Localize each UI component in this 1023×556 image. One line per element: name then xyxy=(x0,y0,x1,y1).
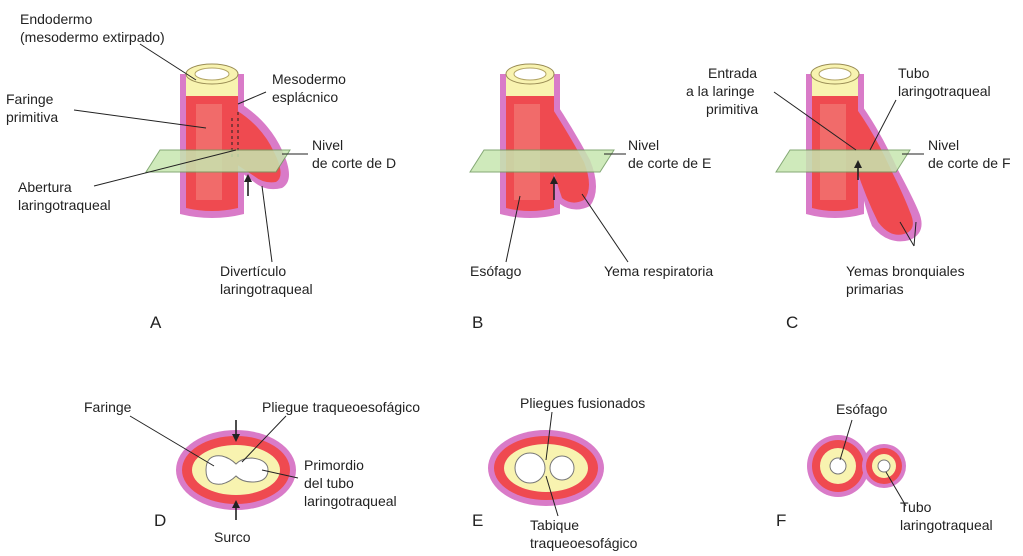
label-nivel-e-2: de corte de E xyxy=(628,155,711,171)
label-pliegues: Pliegues fusionados xyxy=(520,395,645,411)
endoderm-lumen-b xyxy=(514,68,546,80)
label-tubo-f-1: Tubo xyxy=(900,499,932,515)
label-faringe-2: primitiva xyxy=(6,109,58,125)
label-faringe-d: Faringe xyxy=(84,399,132,415)
panel-letter-f: F xyxy=(776,511,786,530)
section-plane-f xyxy=(776,150,910,172)
label-esofago-f: Esófago xyxy=(836,401,888,417)
label-tubo-c-2: laringotraqueal xyxy=(898,83,991,99)
section-e-lumen-right xyxy=(550,456,574,480)
section-f-esophagus-lumen xyxy=(830,458,846,474)
label-primordio-2: del tubo xyxy=(304,475,354,491)
label-mesodermo-1: Mesodermo xyxy=(272,71,346,87)
section-plane-d xyxy=(146,150,290,172)
panel-c: Entrada a la laringe primitiva Tubo lari… xyxy=(686,64,1011,332)
label-esofago-b: Esófago xyxy=(470,263,522,279)
label-primordio-1: Primordio xyxy=(304,457,364,473)
label-nivel-d-1: Nivel xyxy=(312,137,343,153)
label-abertura-1: Abertura xyxy=(18,179,72,195)
label-pliegue: Pliegue traqueoesofágico xyxy=(262,399,420,415)
label-yema: Yema respiratoria xyxy=(604,263,713,279)
label-faringe-1: Faringe xyxy=(6,91,54,107)
label-tubo-c-1: Tubo xyxy=(898,65,930,81)
label-tubo-f-2: laringotraqueal xyxy=(900,517,993,533)
section-e-lumen-left xyxy=(515,453,545,483)
endoderm-lumen-c xyxy=(819,68,851,80)
leader-yema xyxy=(582,194,628,262)
label-mesodermo-2: esplácnico xyxy=(272,89,338,105)
label-entrada-3: primitiva xyxy=(706,101,758,117)
label-endodermo-2: (mesodermo extirpado) xyxy=(20,29,165,45)
panel-b: Nivel de corte de E Esófago Yema respira… xyxy=(470,64,713,332)
label-yemas-1: Yemas bronquiales xyxy=(846,263,965,279)
panel-letter-c: C xyxy=(786,313,798,332)
panel-f: Esófago Tubo laringotraqueal F xyxy=(776,401,993,533)
panel-letter-b: B xyxy=(472,313,483,332)
label-diverticulo-2: laringotraqueal xyxy=(220,281,313,297)
panel-letter-e: E xyxy=(472,511,483,530)
section-f-trachea-lumen xyxy=(878,460,890,472)
section-plane-e xyxy=(470,150,614,172)
label-nivel-e-1: Nivel xyxy=(628,137,659,153)
label-entrada-1: Entrada xyxy=(708,65,757,81)
panel-letter-a: A xyxy=(150,313,162,332)
panel-d: Faringe Pliegue traqueoesofágico Primord… xyxy=(84,399,420,545)
label-yemas-2: primarias xyxy=(846,281,904,297)
label-surco: Surco xyxy=(214,529,251,545)
label-primordio-3: laringotraqueal xyxy=(304,493,397,509)
label-nivel-f-1: Nivel xyxy=(928,137,959,153)
endoderm-lumen xyxy=(195,68,229,80)
label-nivel-d-2: de corte de D xyxy=(312,155,396,171)
label-diverticulo-1: Divertículo xyxy=(220,263,286,279)
leader-diverticulo xyxy=(262,186,272,262)
label-nivel-f-2: de corte de F xyxy=(928,155,1011,171)
label-tabique-2: traqueoesofágico xyxy=(530,535,638,551)
panel-a: Endodermo (mesodermo extirpado) Mesoderm… xyxy=(6,11,396,332)
leader-endodermo xyxy=(140,44,196,80)
panel-e: Pliegues fusionados Tabique traqueoesofá… xyxy=(472,395,645,551)
label-abertura-2: laringotraqueal xyxy=(18,197,111,213)
panel-letter-d: D xyxy=(154,511,166,530)
label-entrada-2: a la laringe xyxy=(686,83,755,99)
label-endodermo-1: Endodermo xyxy=(20,11,93,27)
label-tabique-1: Tabique xyxy=(530,517,579,533)
